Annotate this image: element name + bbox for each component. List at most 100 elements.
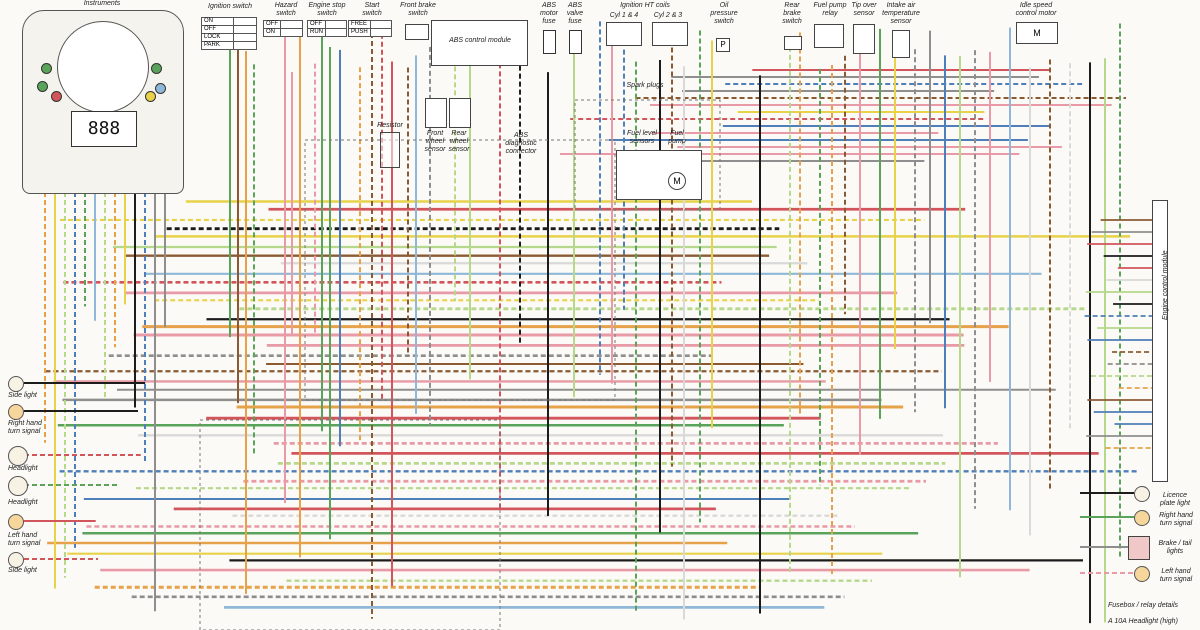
rear-wheel-sensor-label: Rear wheel sensor [448,130,470,153]
start-contact-cell [369,20,393,29]
fuse-a-label: A 10A Headlight (high) [1108,618,1178,625]
ignition-ht-coils-label: Ignition HT coils [620,2,670,9]
harness-boundary [304,139,616,401]
side-light-bottom-label: Side light [8,567,37,574]
hazard-position-label: OFF [263,20,281,29]
hazard-switch-label: Hazard switch [274,2,298,17]
side-light-bottom-icon [8,552,24,568]
abs-motor-fuse-label: ABS motor fuse [540,2,558,25]
licence-plate-light-label: Licence plate light [1160,492,1190,507]
start-position-label: FREE [348,20,371,29]
front-brake-switch-icon [405,24,429,40]
abs-diagnostic-connector-label: ABS diagnostic connector [505,132,537,155]
tip-over-sensor-label: Tip over sensor [851,2,877,17]
abs-valve-fuse-label: ABS valve fuse [566,2,584,25]
headlight-2-icon [8,476,28,496]
brake-tail-lights-icon [1128,536,1150,560]
fuel-pump-relay-icon [814,24,844,48]
rear-wheel-sensor-icon [449,98,471,128]
ignition-contact-cell [233,41,257,50]
hazard-contact-cell [280,20,303,29]
oil-pressure-switch-label: Oil pressure switch [710,2,738,25]
lh-turn-signal-front-label: Left hand turn signal [8,532,41,547]
start-contact-cell [369,28,393,37]
coil-1-4-icon [606,22,642,46]
idle-speed-motor-icon: M [1016,22,1058,44]
ignition-position-label: PARK [201,41,234,50]
stop-position-label: RUN [307,28,326,37]
lcd-display: 888 [71,111,137,147]
side-light-top-icon [8,376,24,392]
engine-control-module-label: Engine control module [1162,250,1169,320]
neutral-lamp-icon [37,81,48,92]
fuel-pump-motor-icon: M [668,172,686,190]
engine-stop-switch-label: Engine stop switch [308,2,346,17]
instrument-cluster: 888 [22,10,184,194]
ignition-position-label: ON [201,17,234,26]
rh-turn-signal-rear-icon [1134,510,1150,526]
headlight-2-label: Headlight [8,499,38,506]
front-wheel-sensor-icon [425,98,447,128]
harness-boundary [199,419,501,630]
cyl-1-4-label: Cyl 1 & 4 [609,12,639,19]
hazard-position-label: ON [263,28,281,37]
intake-air-temp-sensor-icon [892,30,910,58]
fuel-pump-relay-label: Fuel pump relay [813,2,847,17]
oil-pressure-icon: P [716,38,730,52]
rh-turn-signal-front-label: Right hand turn signal [8,420,42,435]
harness-boundary [574,99,721,211]
ignition-switch-label: Ignition switch [208,3,252,10]
stop-contact-cell [325,28,347,37]
fuel-level-sensors-label: Fuel level sensors [627,130,657,145]
fuel-pump-label: Fuel pump [668,130,686,145]
rear-brake-switch-label: Rear brake switch [782,2,802,25]
cyl-2-3-label: Cyl 2 & 3 [653,12,683,19]
idle-speed-control-motor-label: Idle speed control motor [1015,2,1057,17]
stop-position-label: OFF [307,20,326,29]
warning-lamp-icon [51,91,62,102]
intake-air-temp-sensor-label: Intake air temperature sensor [882,2,920,25]
side-light-top-label: Side light [8,392,37,399]
abs-control-module-label: ABS control module [449,37,511,44]
brake-tail-lights-label: Brake / tail lights [1158,540,1192,555]
tip-over-sensor-icon [853,24,875,54]
indicator-lamp-icon [151,63,162,74]
lh-turn-signal-front-icon [8,514,24,530]
lh-turn-signal-rear-label: Left hand turn signal [1159,568,1193,583]
headlight-1-label: Headlight [8,465,38,472]
ignition-contact-cell [233,25,257,34]
rh-turn-signal-rear-label: Right hand turn signal [1159,512,1193,527]
spark-plugs-label: Spark plugs [626,82,664,89]
ignition-contact-cell [233,17,257,26]
rear-brake-switch-icon [784,36,802,50]
stop-contact-cell [325,20,347,29]
fusebox-details-label: Fusebox / relay details [1108,602,1179,609]
tachometer-dial [57,21,149,113]
instruments-label: Instruments [83,0,121,7]
lh-turn-signal-rear-icon [1134,566,1150,582]
abs-valve-fuse-icon [569,30,582,54]
front-wheel-sensor-label: Front wheel sensor [424,130,446,153]
abs-control-module-box [431,20,528,66]
ignition-position-label: OFF [201,25,234,34]
resistor-icon [380,132,400,168]
front-brake-switch-label: Front brake switch [400,2,436,17]
hazard-contact-cell [280,28,303,37]
resistor-label: Resistor [377,122,403,129]
start-position-label: PUSH [348,28,371,37]
rh-turn-signal-front-icon [8,404,24,420]
high-beam-lamp-icon [155,83,166,94]
coil-2-3-icon [652,22,688,46]
fuel-lamp-icon [145,91,156,102]
engine-control-module-box [1152,200,1168,482]
ignition-position-label: LOCK [201,33,234,42]
ignition-contact-cell [233,33,257,42]
fuel-tank-unit-box [616,150,702,200]
indicator-lamp-icon [41,63,52,74]
